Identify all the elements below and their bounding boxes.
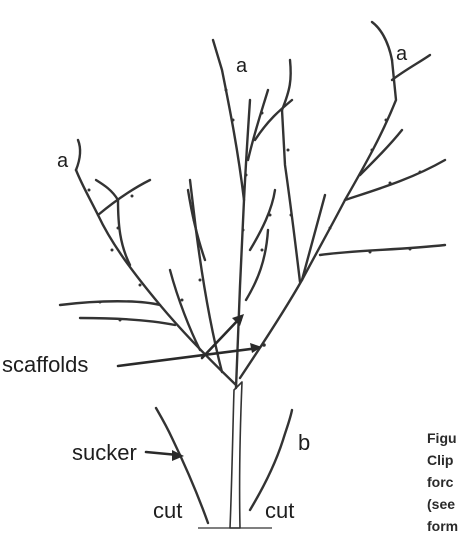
label-cut-right: cut [265, 498, 294, 523]
label-scaffolds: scaffolds [2, 352, 88, 377]
label-b: b [298, 430, 310, 455]
caption-line: (see [427, 493, 464, 515]
label-sucker: sucker [72, 440, 137, 465]
right-sucker [250, 410, 292, 510]
caption-line: Figu [427, 427, 464, 449]
scaffold-branches [60, 22, 445, 388]
caption-line: form [427, 515, 464, 537]
label-a-top: a [236, 55, 248, 77]
caption-line: Clip [427, 449, 464, 471]
label-cut-left: cut [153, 498, 182, 523]
label-a-left: a [57, 150, 69, 172]
label-a-right: a [396, 43, 408, 65]
branch-buds [88, 89, 422, 347]
figure-labels: a a a scaffolds sucker b cut cut [2, 43, 408, 523]
tree-trunk [230, 382, 242, 528]
figure-caption: Figu Clip forc (see form [427, 427, 464, 537]
caption-line: forc [427, 471, 464, 493]
